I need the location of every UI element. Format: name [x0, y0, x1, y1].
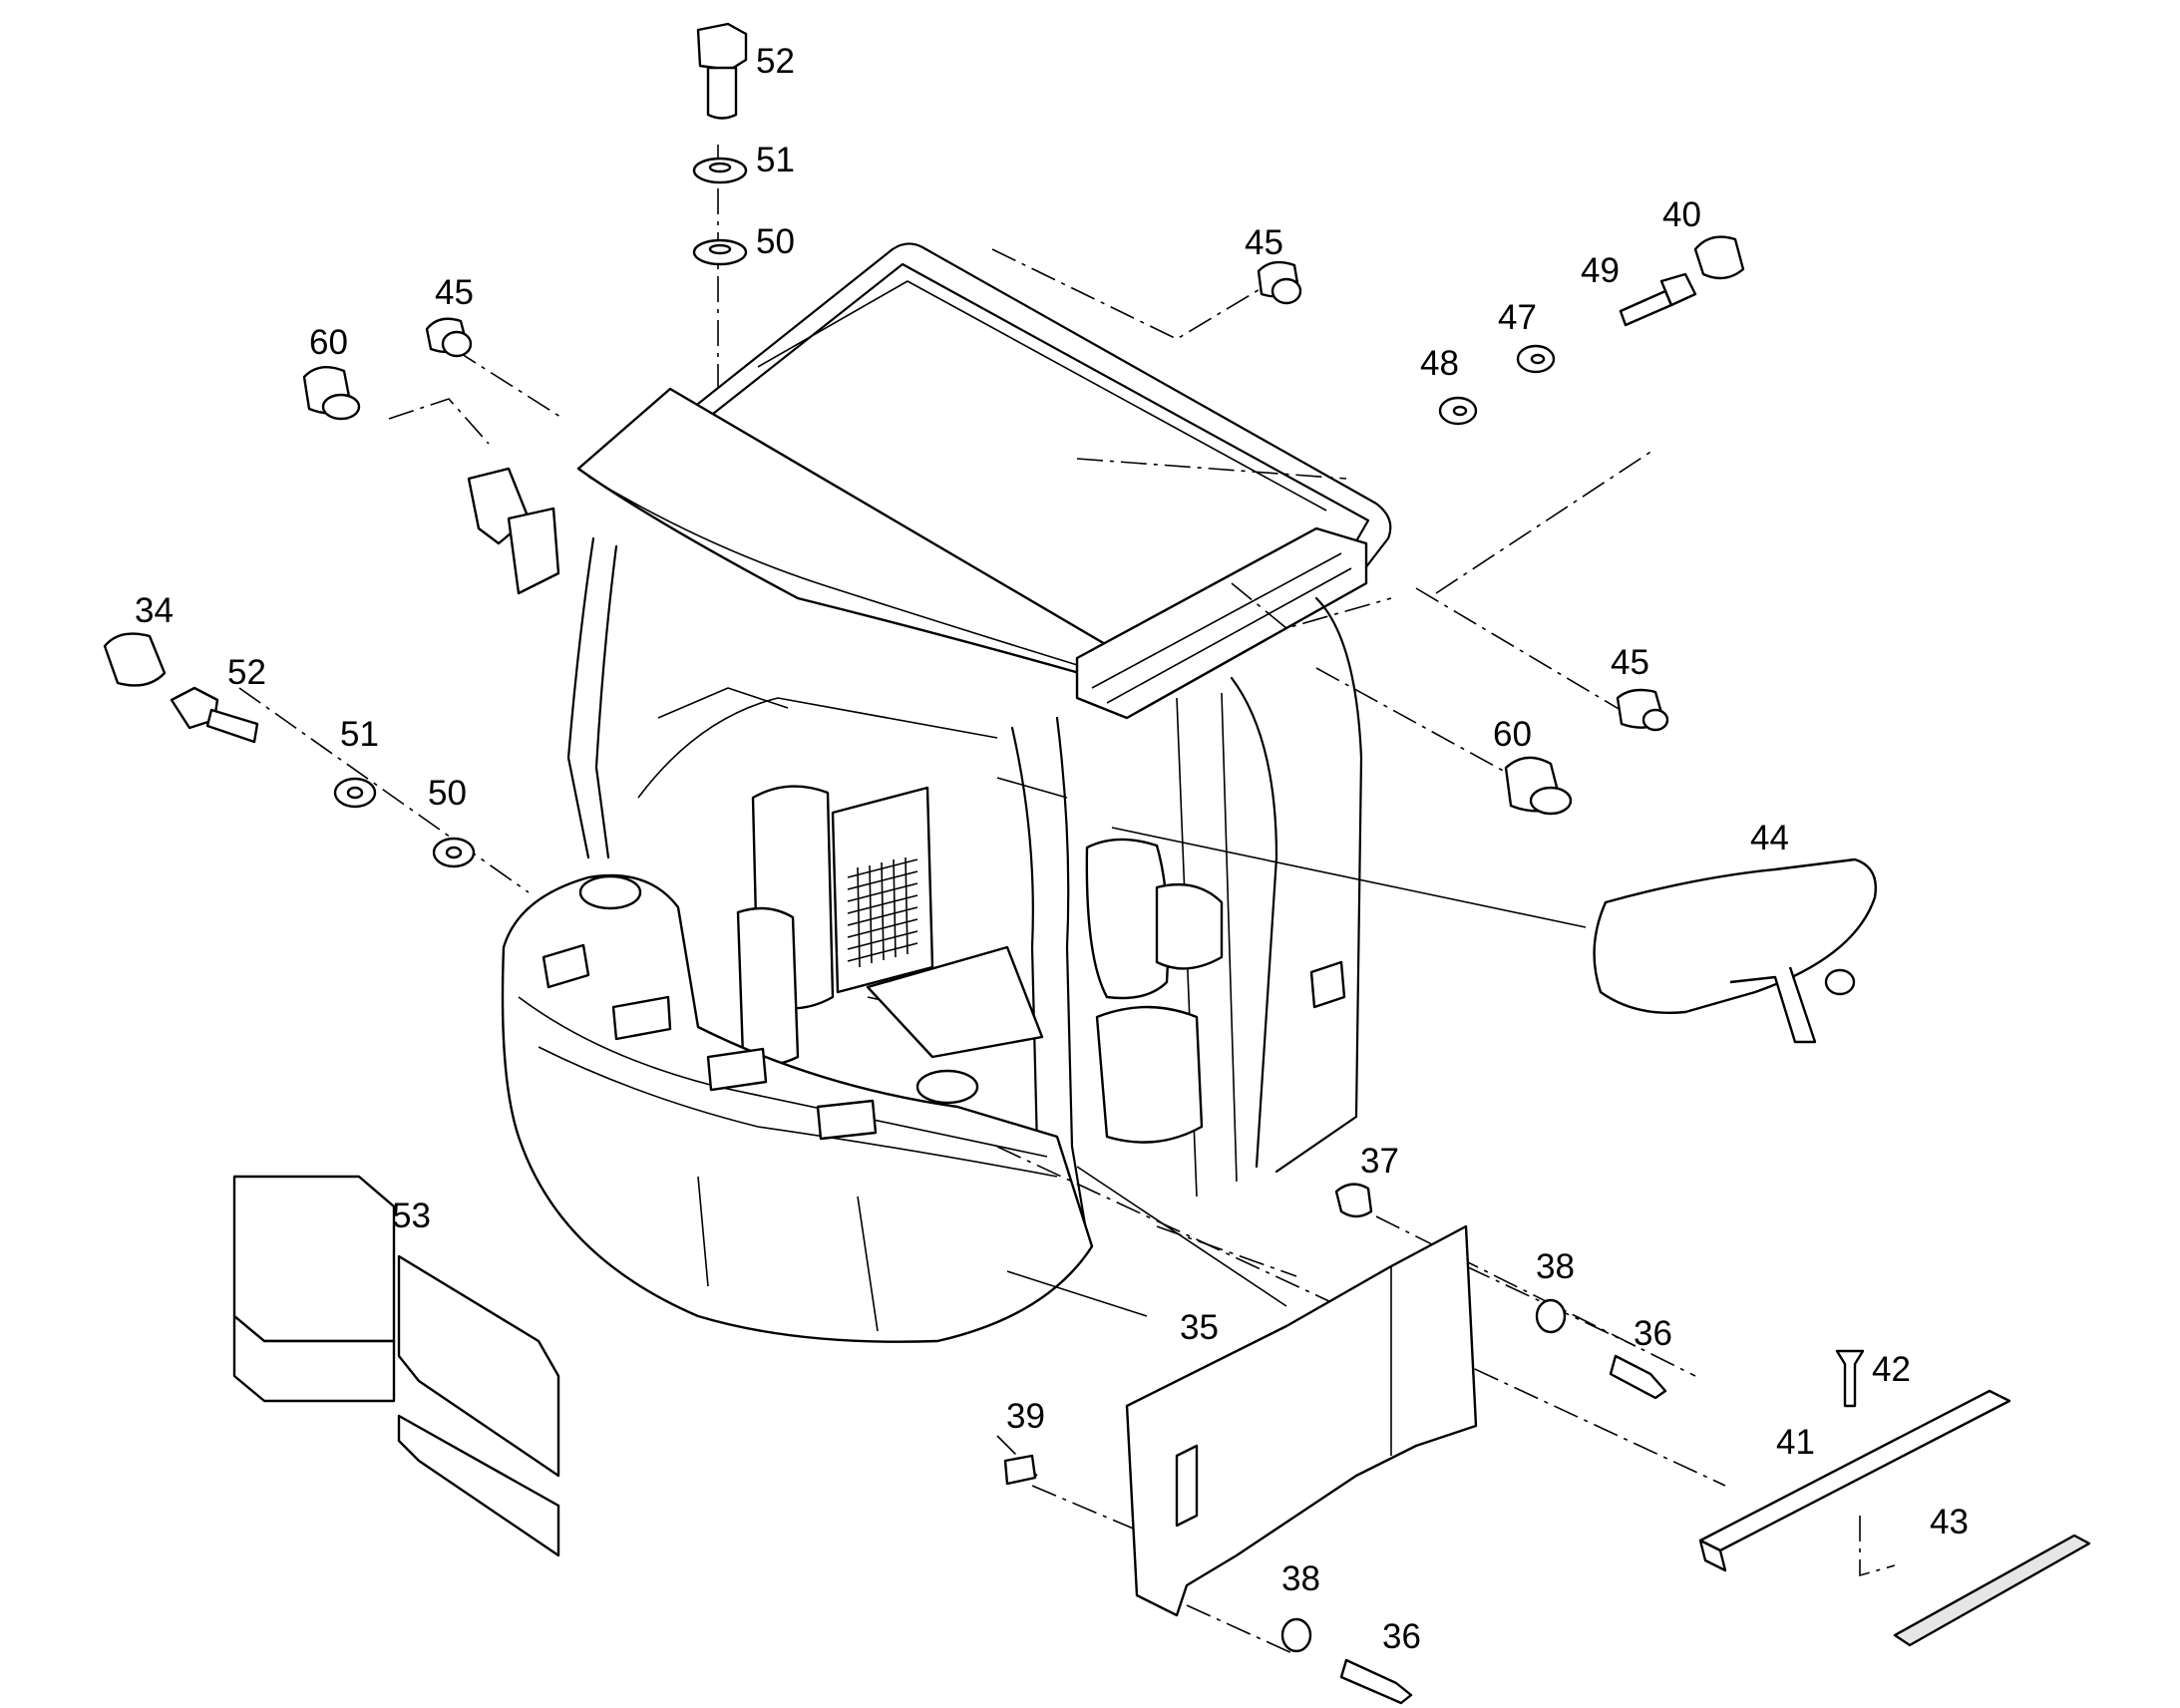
mount-45-right-top [1257, 260, 1302, 305]
callout-45-mid-right: 45 [1611, 643, 1649, 682]
bolt-52-left [170, 686, 259, 744]
callout-53: 53 [392, 1196, 431, 1235]
callout-37: 37 [1360, 1142, 1399, 1181]
callout-38-upper: 38 [1536, 1247, 1575, 1286]
mount-45-right-lower [1616, 688, 1669, 732]
bracket-41 [1698, 1389, 2011, 1572]
operator-cab [467, 242, 1392, 1343]
callout-43: 43 [1930, 1503, 1969, 1541]
bolt-49 [1619, 272, 1697, 327]
callout-44: 44 [1750, 819, 1789, 857]
callout-labels: 52 51 50 45 60 45 40 49 47 48 34 52 51 5… [135, 42, 1969, 1656]
callout-51-top: 51 [756, 141, 795, 179]
cover-44 [1593, 857, 1877, 1044]
callout-50-top: 50 [756, 222, 795, 261]
washer-51-left [333, 777, 377, 809]
washer-47 [1516, 344, 1556, 374]
callout-48: 48 [1420, 344, 1459, 383]
clip-39 [1003, 1454, 1037, 1486]
callout-60-right: 60 [1493, 715, 1532, 754]
callout-39: 39 [1006, 1397, 1045, 1436]
callout-52-top: 52 [756, 42, 795, 81]
bolt-36-upper [1609, 1354, 1667, 1400]
panel-35 [1125, 1224, 1478, 1617]
console-grille [847, 856, 918, 968]
callout-50-left: 50 [428, 774, 467, 813]
mount-60-right [1504, 756, 1573, 816]
callout-49: 49 [1581, 251, 1620, 290]
callout-47: 47 [1498, 298, 1537, 337]
callout-36-upper: 36 [1634, 1314, 1672, 1353]
callout-52-left: 52 [227, 653, 266, 692]
cap-40 [1693, 235, 1745, 280]
callout-35: 35 [1180, 1308, 1219, 1347]
bolt-36-lower [1339, 1658, 1413, 1705]
callout-38-lower: 38 [1281, 1559, 1320, 1598]
washer-50-left [432, 837, 476, 868]
callout-36-lower: 36 [1382, 1617, 1421, 1656]
cap-34 [103, 632, 167, 687]
strip-43 [1893, 1534, 2091, 1647]
washer-38-lower [1280, 1617, 1312, 1653]
callout-51-left: 51 [340, 715, 379, 754]
front-lights [542, 943, 878, 1141]
callout-45-top-right: 45 [1245, 223, 1283, 262]
screw-42 [1835, 1349, 1865, 1408]
callout-41: 41 [1776, 1423, 1815, 1462]
mount-60-left [302, 365, 361, 421]
bolt-52-top [696, 22, 748, 120]
washer-48 [1438, 396, 1478, 426]
callout-45-left: 45 [435, 273, 474, 312]
bolt-37 [1334, 1183, 1373, 1218]
leader-lines [996, 777, 1587, 1317]
callout-34: 34 [135, 591, 174, 630]
glass-panels-53 [232, 1175, 560, 1557]
washer-38-upper [1535, 1298, 1567, 1334]
washer-51-top [692, 157, 748, 184]
washer-50-top [692, 238, 748, 266]
callout-60-left: 60 [309, 323, 348, 362]
callout-42: 42 [1872, 1350, 1911, 1389]
mount-45-left [425, 317, 473, 358]
callout-40: 40 [1662, 195, 1701, 234]
